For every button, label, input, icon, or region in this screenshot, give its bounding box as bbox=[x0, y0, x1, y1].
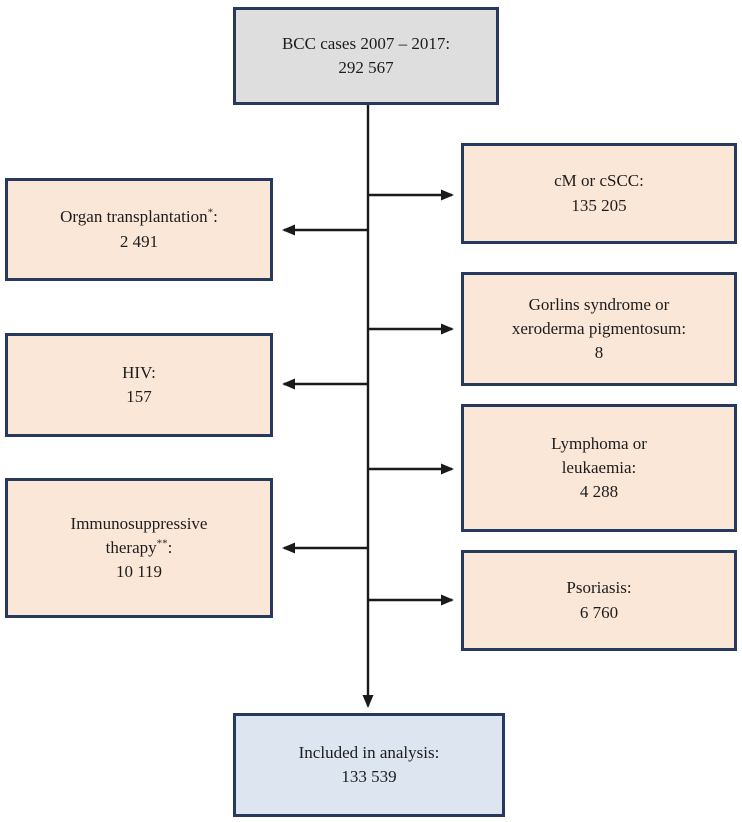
gorlins-xeroderma-box: Gorlins syndrome or xeroderma pigmentosu… bbox=[461, 272, 737, 386]
bcc-cases-box: BCC cases 2007 – 2017: 292 567 bbox=[233, 7, 499, 105]
hiv-label: HIV: bbox=[122, 362, 156, 382]
cm-cscc-count: 135 205 bbox=[571, 195, 627, 215]
gorlins-count: 8 bbox=[594, 343, 604, 363]
organ-transplantation-count: 2 491 bbox=[119, 231, 159, 251]
footnote-double-asterisk: ** bbox=[156, 537, 168, 550]
psoriasis-box: Psoriasis: 6 760 bbox=[461, 550, 737, 651]
bcc-cases-count: 292 567 bbox=[338, 58, 394, 77]
organ-transplantation-label: Organ transplantation*: bbox=[60, 206, 218, 227]
lymphoma-count: 4 288 bbox=[579, 482, 619, 502]
psoriasis-label: Psoriasis: bbox=[566, 578, 632, 598]
footnote-asterisk: * bbox=[207, 206, 214, 219]
cm-cscc-label: cM or cSCC: bbox=[554, 171, 644, 191]
lymphoma-label-line1: Lymphoma or bbox=[551, 433, 647, 453]
immunosuppressive-label-line2: therapy**: bbox=[105, 537, 173, 557]
gorlins-label-line1: Gorlins syndrome or bbox=[528, 294, 670, 314]
lymphoma-label-line2: leukaemia: bbox=[561, 457, 637, 477]
organ-transplantation-box: Organ transplantation*: 2 491 bbox=[5, 178, 273, 281]
bcc-cases-label: BCC cases 2007 – 2017: bbox=[281, 33, 451, 53]
immunosuppressive-label-line1: Immunosuppressive bbox=[70, 513, 208, 533]
hiv-count: 157 bbox=[126, 387, 152, 406]
included-in-analysis-box: Included in analysis: 133 539 bbox=[233, 713, 505, 817]
gorlins-label-line2: xeroderma pigmentosum: bbox=[511, 318, 687, 338]
psoriasis-count: 6 760 bbox=[579, 602, 619, 622]
lymphoma-leukaemia-box: Lymphoma or leukaemia: 4 288 bbox=[461, 404, 737, 532]
immunosuppressive-therapy-box: Immunosuppressive therapy**: 10 119 bbox=[5, 478, 273, 618]
cm-cscc-box: cM or cSCC: 135 205 bbox=[461, 143, 737, 244]
included-label: Included in analysis: bbox=[298, 742, 440, 762]
immunosuppressive-count: 10 119 bbox=[115, 562, 163, 582]
included-count: 133 539 bbox=[341, 767, 397, 786]
hiv-box: HIV: 157 bbox=[5, 333, 273, 437]
